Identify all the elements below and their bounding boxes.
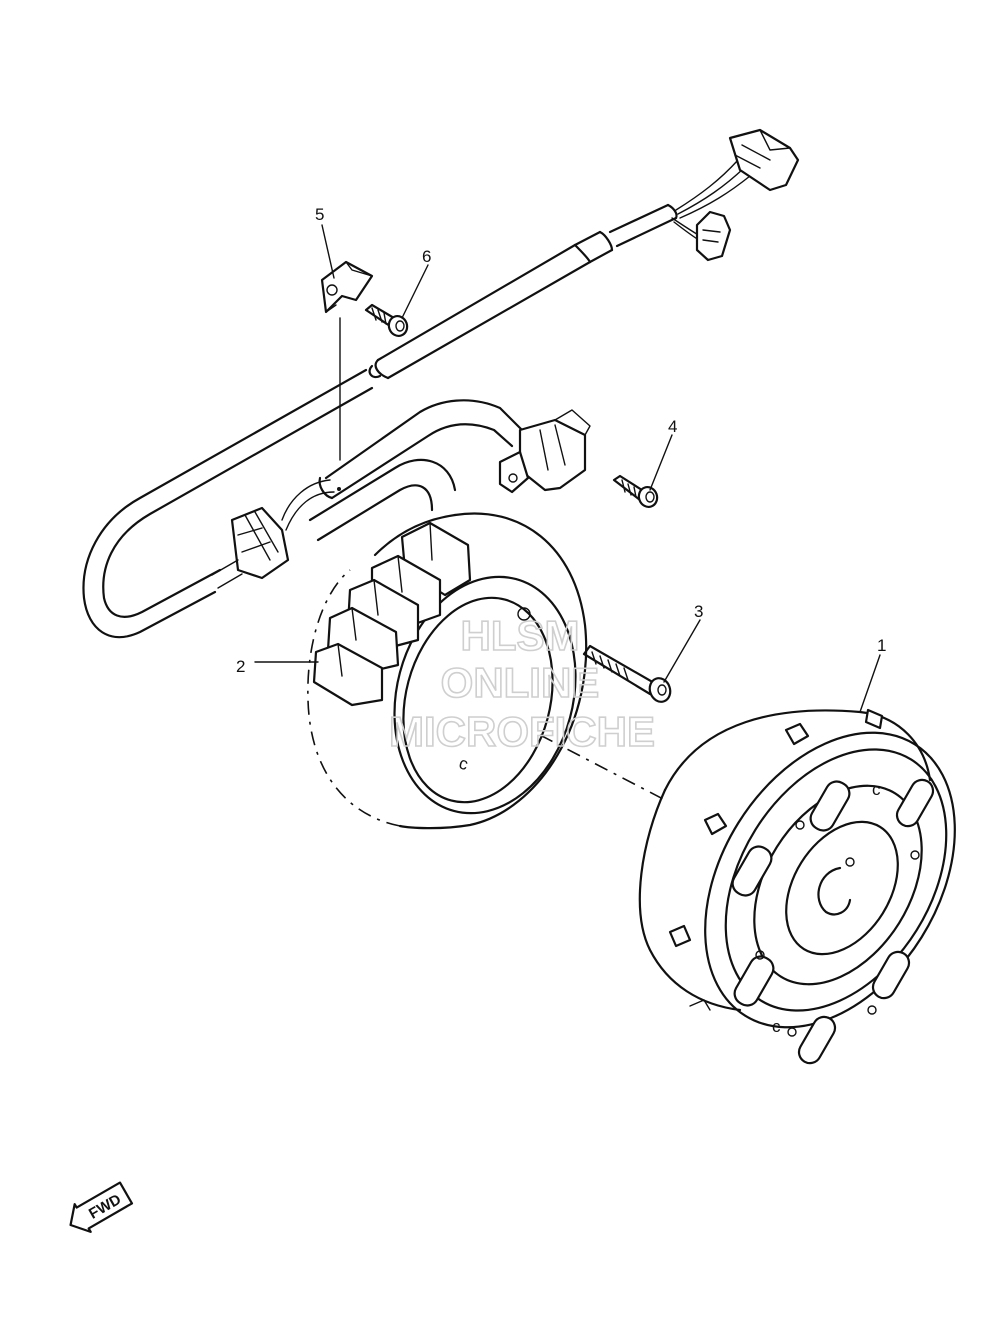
callout-3: 3 bbox=[694, 602, 703, 621]
clamp-bracket bbox=[320, 260, 374, 314]
wire-harness bbox=[82, 128, 800, 639]
rotor: c c bbox=[638, 708, 956, 1065]
callout-4: 4 bbox=[668, 417, 677, 436]
callout-2: 2 bbox=[236, 657, 245, 676]
callout-1: 1 bbox=[877, 636, 886, 655]
watermark-line-1: HLSM bbox=[461, 612, 580, 659]
callout-6: 6 bbox=[422, 247, 431, 266]
watermark: HLSM ONLINE MICROFICHE bbox=[388, 611, 656, 756]
watermark-line-2: ONLINE bbox=[441, 659, 600, 706]
bolt-4 bbox=[612, 474, 659, 508]
bolt-3 bbox=[582, 644, 672, 703]
harness-joint-connector bbox=[211, 506, 290, 589]
mid-connector bbox=[695, 210, 732, 262]
watermark-line-3: MICROFICHE bbox=[389, 708, 655, 755]
stator-lead bbox=[281, 399, 524, 542]
svg-text:c: c bbox=[872, 780, 881, 799]
fwd-arrow-icon bbox=[69, 1181, 134, 1233]
stator: c bbox=[307, 512, 588, 830]
fwd-direction-badge: FWD bbox=[69, 1181, 134, 1233]
top-connector bbox=[728, 128, 800, 192]
sensor-connector bbox=[498, 409, 591, 494]
svg-text:c: c bbox=[772, 1017, 781, 1036]
bolt-6 bbox=[364, 303, 409, 337]
callout-5: 5 bbox=[315, 205, 324, 224]
svg-text:c: c bbox=[457, 754, 471, 775]
assembly-axis bbox=[539, 734, 666, 801]
leader-lines bbox=[254, 224, 881, 713]
